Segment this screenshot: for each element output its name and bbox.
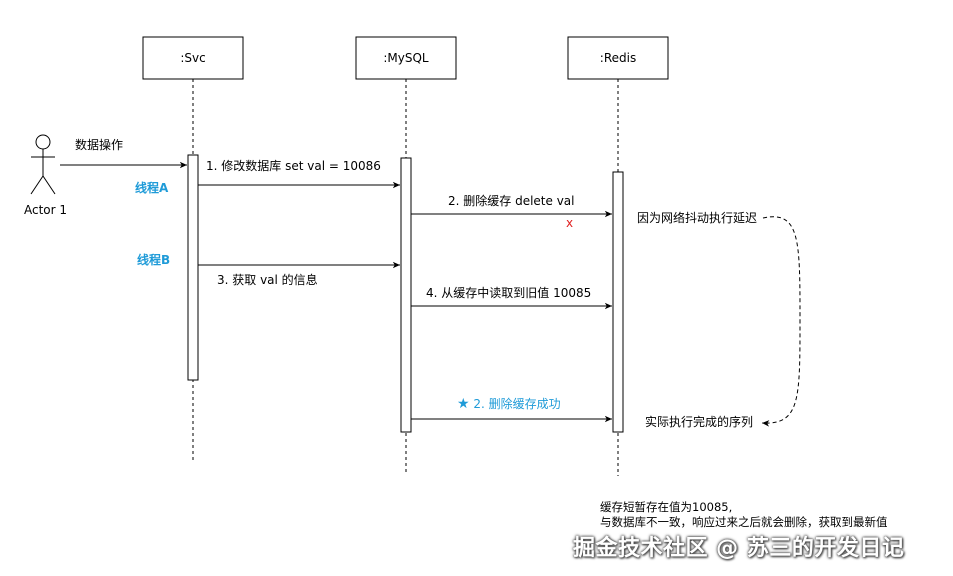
delay-curve-arrow xyxy=(761,216,801,427)
redis-label: :Redis xyxy=(599,51,637,65)
mysql-activation xyxy=(400,157,412,433)
note-line-1: 缓存短暂存在值为10085, xyxy=(600,500,733,514)
note-line-2: 与数据库不一致，响应过来之后就会删除，获取到最新值 xyxy=(600,515,888,529)
message-4-label: 4. 从缓存中读取到旧值 10085 xyxy=(426,286,592,300)
actor-figure xyxy=(30,134,56,195)
thread-a-label: 线程A xyxy=(135,181,169,195)
mysql-label: :MySQL xyxy=(383,51,429,65)
svc-box xyxy=(142,36,244,80)
redis-activation xyxy=(612,171,624,433)
message-2-label: 2. 删除缓存 delete val xyxy=(448,194,575,208)
star-icon: ★ xyxy=(457,396,470,412)
message-5-text: 2. 删除缓存成功 xyxy=(473,397,561,411)
message-2-fail-mark: x xyxy=(566,216,574,230)
delay-annotation: 因为网络抖动执行延迟 xyxy=(637,211,758,225)
mysql-box xyxy=(355,36,457,80)
message-3-label: 3. 获取 val 的信息 xyxy=(217,273,318,287)
message-1-label: 1. 修改数据库 set val = 10086 xyxy=(206,159,381,173)
svc-activation xyxy=(187,154,199,381)
actor-name: Actor 1 xyxy=(24,203,68,217)
done-annotation: 实际执行完成的序列 xyxy=(645,415,754,429)
message-5-label: ★ 2. 删除缓存成功 xyxy=(457,397,561,411)
actor-action-label: 数据操作 xyxy=(75,138,124,152)
thread-b-label: 线程B xyxy=(137,253,171,267)
watermark: 掘金技术社区 @ 苏三的开发日记 xyxy=(573,536,905,561)
redis-box xyxy=(567,36,669,80)
svc-label: :Svc xyxy=(180,51,206,65)
